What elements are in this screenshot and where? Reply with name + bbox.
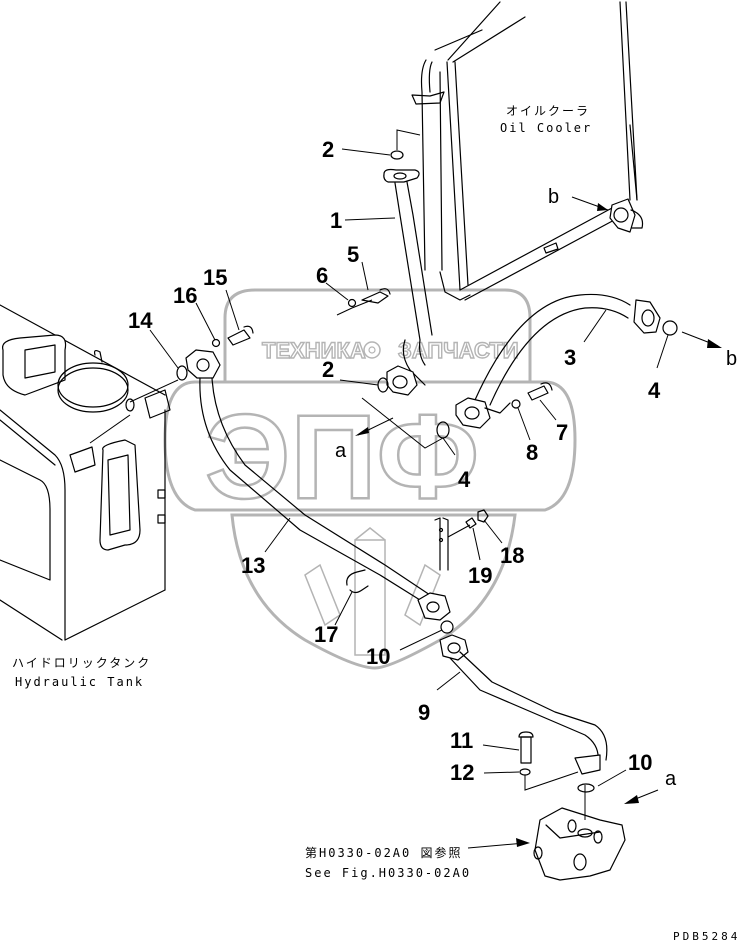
gear-icon [363,341,381,359]
drawing-code: PDB5284 [673,930,740,943]
bolt-11 [520,736,532,764]
oil-cooler-label-en: Oil Cooler [500,121,592,135]
valve-block [533,785,626,881]
watermark-shield [223,288,532,384]
callout-10-top[interactable]: 10 [366,644,390,669]
washer-6 [347,298,357,308]
callout-10-bottom[interactable]: 10 [628,750,652,775]
callout-12[interactable]: 12 [450,760,474,785]
ref-b-top: b [548,186,559,208]
callout-17[interactable]: 17 [314,622,338,647]
watermark-shield-bottom [230,513,517,670]
pipe-3 [455,293,661,429]
clamp-17 [346,569,369,594]
watermark-left-word: ТЕХНИКА [262,338,366,363]
callout-6[interactable]: 6 [316,263,328,288]
nut-18 [477,509,489,523]
callout-7[interactable]: 7 [556,420,568,445]
callout-3[interactable]: 3 [564,345,576,370]
callout-14[interactable]: 14 [128,308,153,333]
o-ring-14 [176,365,188,381]
washer-16 [211,338,221,348]
bolt-15 [227,329,251,346]
o-ring-4-right [662,320,678,336]
bracket [434,517,449,571]
o-ring-2-top [390,150,404,160]
watermark-right-word: ЗАПЧАСТИ [398,338,519,363]
callout-19[interactable]: 19 [468,563,492,588]
see-fig-label-en: See Fig.H0330-02A0 [305,866,471,880]
arrow-b-top [597,203,608,211]
connection-arrows [355,196,722,849]
arrow-b-right [707,339,722,348]
hydraulic-tank: ハイドロリックタンク Hydraulic Tank [0,304,179,689]
watermark: ТЕХНИКА ЗАПЧАСТИ ЭПФ [163,288,577,670]
arrow-a-center [355,427,369,436]
callout-13[interactable]: 13 [241,553,265,578]
watermark-badge [163,380,577,512]
oil-cooler: オイルクーラ Oil Cooler [411,1,644,301]
callout-2-mid[interactable]: 2 [322,357,334,382]
callout-8[interactable]: 8 [526,440,538,465]
callout-4-mid[interactable]: 4 [458,467,471,492]
arrow-see-fig [516,838,530,847]
oil-cooler-label-jp: オイルクーラ [506,104,590,118]
hydraulic-tank-label-jp: ハイドロリックタンク [12,656,151,670]
ref-a-center: a [335,440,347,462]
callout-4-right[interactable]: 4 [648,378,661,403]
pipe-13 [185,349,451,621]
pipe-1 [383,168,433,396]
callout-15[interactable]: 15 [203,265,227,290]
bolt-5 [361,291,389,304]
callout-18[interactable]: 18 [500,543,524,568]
washer-8 [511,399,521,409]
see-fig-label-jp: 第H0330-02A0 図参照 [305,845,462,860]
bolt-7 [527,385,549,401]
o-ring-10-top [440,620,454,634]
ref-a-bottom: a [665,768,677,790]
leader-lines [149,148,669,787]
callout-1[interactable]: 1 [330,208,342,233]
pipe-9 [439,634,608,775]
callout-11[interactable]: 11 [450,728,473,753]
callouts: 2 1 5 6 15 16 14 2 3 4 7 8 4 18 19 13 17… [128,137,661,785]
watermark-brand-letters: ЭПФ [205,390,479,524]
small-parts [176,129,678,793]
ref-b-right: b [726,348,737,370]
washer-12 [519,768,531,776]
o-ring-10-bottom [577,783,595,793]
callout-16[interactable]: 16 [173,283,197,308]
arrow-a-bottom [624,795,639,804]
hydraulic-tank-label-en: Hydraulic Tank [15,675,144,689]
callout-5[interactable]: 5 [347,242,359,267]
callout-2-top[interactable]: 2 [322,137,334,162]
callout-9[interactable]: 9 [418,700,430,725]
